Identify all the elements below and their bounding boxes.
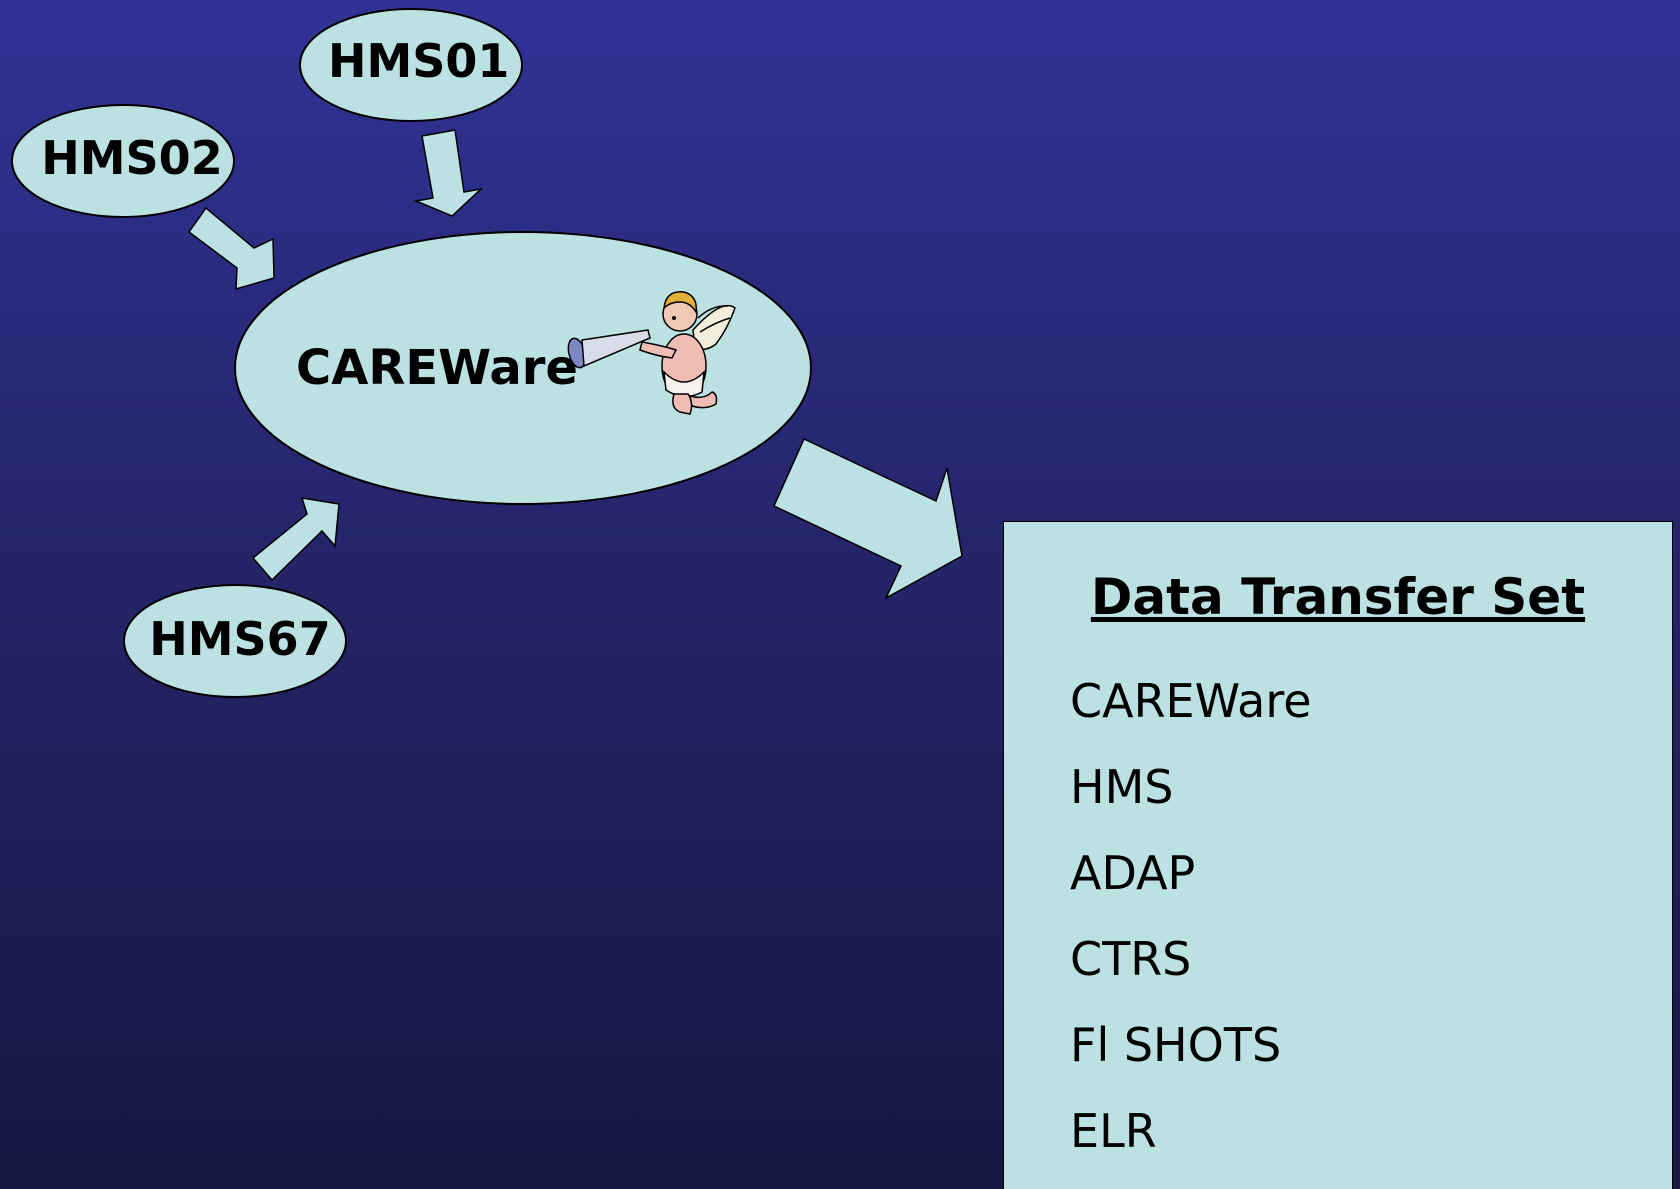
list-item-elr: ELR (1070, 1104, 1157, 1158)
list-item-adap: ADAP (1070, 846, 1196, 900)
arrow-careware-to-dts (773, 437, 963, 600)
hms01-node (299, 8, 523, 122)
arrow-hms01-to-careware (413, 129, 484, 217)
hms02-node (11, 104, 235, 218)
list-item-hms: HMS (1070, 760, 1174, 814)
data-transfer-set-list: CAREWare HMS ADAP CTRS Fl SHOTS ELR (1070, 674, 1312, 1189)
hms01-label: HMS01 (328, 34, 510, 88)
list-item-careware: CAREWare (1070, 674, 1312, 728)
list-item-ctrs: CTRS (1070, 932, 1192, 986)
arrow-hms67-to-careware (251, 497, 340, 582)
hms67-label: HMS67 (149, 612, 331, 666)
arrow-hms02-to-careware (187, 206, 275, 291)
list-item-fl-shots: Fl SHOTS (1070, 1018, 1282, 1072)
data-transfer-set-title: Data Transfer Set (1090, 568, 1586, 626)
hms67-node (123, 584, 347, 698)
angel-trumpet-icon (567, 291, 736, 415)
data-transfer-set-box: Data Transfer Set CAREWare HMS ADAP CTRS… (1003, 521, 1673, 1189)
careware-label: CAREWare (296, 340, 578, 396)
hms02-label: HMS02 (41, 131, 223, 185)
